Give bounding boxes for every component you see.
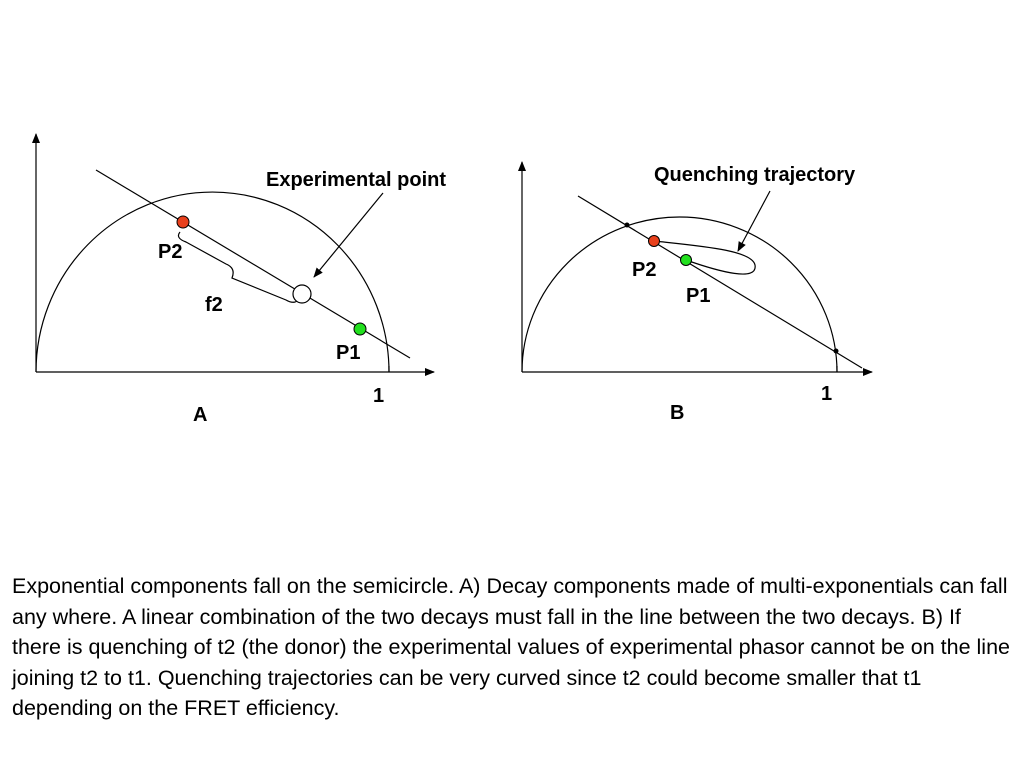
panel-b-semicircle — [521, 216, 838, 373]
panel-a-p2-label: P2 — [158, 241, 182, 263]
panel-b-p2-label: P2 — [632, 259, 656, 281]
panel-b: Quenching trajectory P2 P1 1 B — [518, 161, 873, 424]
panel-a-p1-label: P1 — [336, 342, 360, 364]
figure-caption: Exponential components fall on the semic… — [12, 574, 1010, 720]
panel-a-annotation-label: Experimental point — [266, 169, 446, 191]
panel-a-annotation-arrow — [313, 192, 384, 278]
panel-b-p2-point — [648, 235, 660, 247]
panel-b-annotation-arrow — [737, 190, 771, 252]
panel-a-p1-point — [353, 322, 367, 336]
panel-b-quenching-trajectory — [653, 240, 756, 275]
panel-a-f2-label: f2 — [205, 294, 223, 316]
panel-a-label: A — [193, 404, 207, 426]
panel-b-circle-intersection-left — [624, 222, 630, 228]
panel-b-p1-point — [680, 254, 692, 266]
panel-a-p2-point — [176, 215, 190, 229]
panel-a-tick-label: 1 — [373, 385, 384, 407]
panel-a-experimental-point-marker — [292, 284, 312, 304]
panel-b-annotation-label: Quenching trajectory — [654, 164, 856, 186]
panel-b-tick-label: 1 — [821, 383, 832, 405]
panel-a: Experimental point P2 f2 P1 1 A — [32, 133, 446, 426]
panel-b-p1-label: P1 — [686, 285, 710, 307]
panel-a-semicircle — [35, 191, 390, 373]
panel-b-circle-intersection-right — [833, 348, 839, 354]
panel-b-label: B — [670, 402, 684, 424]
panel-a-fraction-brace — [177, 231, 303, 303]
